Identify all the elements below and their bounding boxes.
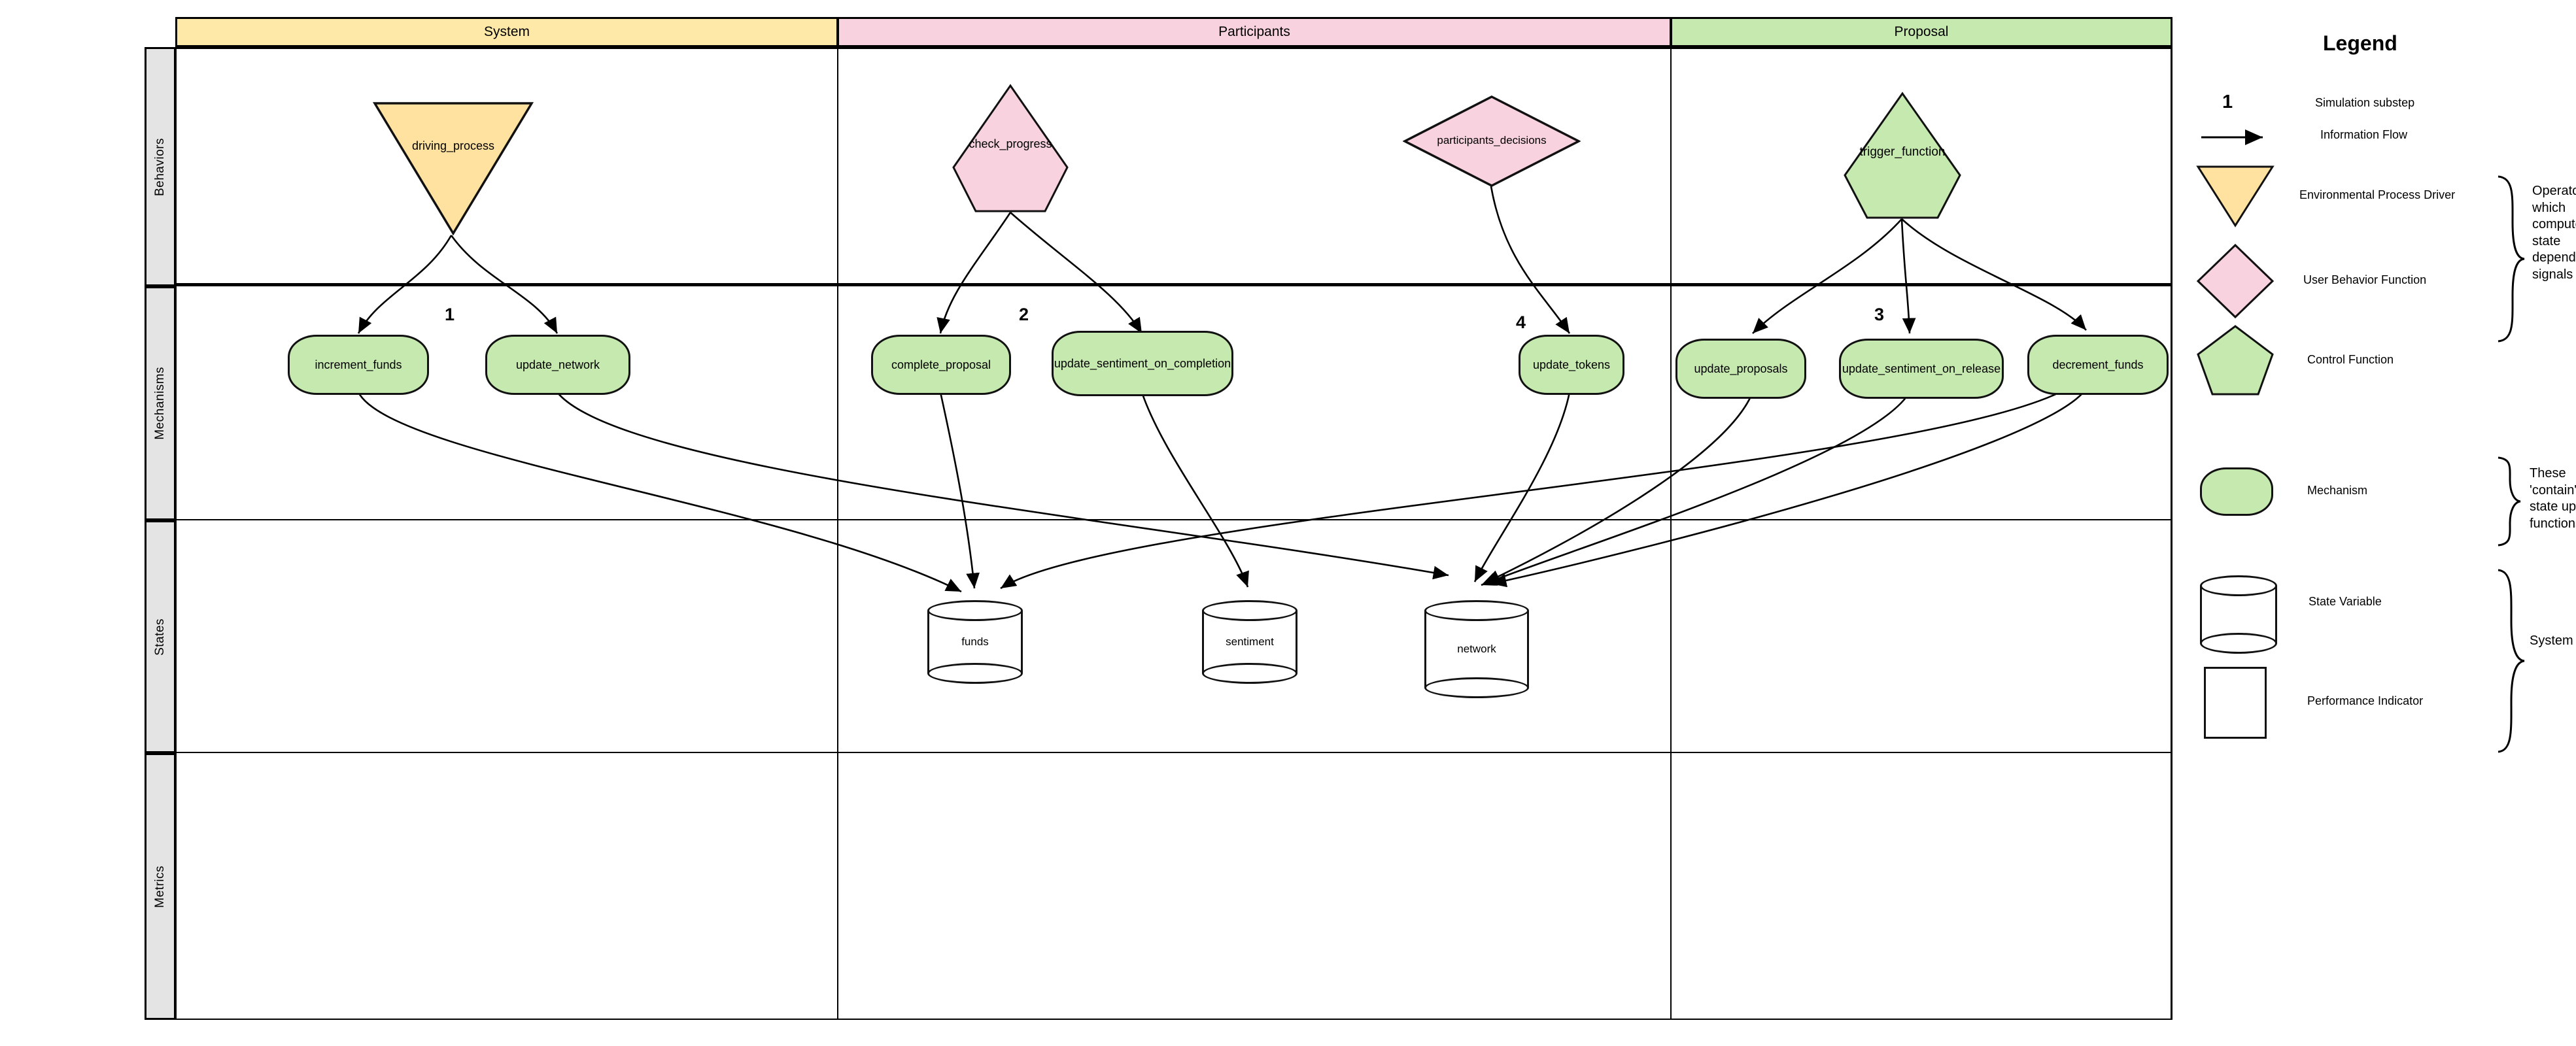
state-node-network[interactable]: network	[1424, 600, 1529, 698]
cylinder-bottom	[1202, 663, 1297, 684]
mechanism-node-label: decrement_funds	[2052, 358, 2144, 371]
mechanism-node-label: update_sentiment_on_completion	[1054, 356, 1231, 370]
cell-mechanisms-system	[175, 286, 838, 520]
rect-icon	[2204, 667, 2267, 739]
cylinder-bottom	[927, 663, 1023, 684]
substep-number-2: 2	[1019, 305, 1029, 324]
mechanism-node-label: update_tokens	[1532, 358, 1611, 371]
cylinder-top	[1424, 600, 1529, 621]
legend-label-information-flow: Information Flow	[2320, 128, 2408, 141]
legend-note-mechanism: These 'contain' state update functions	[2530, 466, 2576, 531]
column-header-system: System	[175, 17, 838, 47]
legend-label-environmental-process-driver: Environmental Process Driver	[2299, 188, 2456, 201]
triangle-down-icon	[2196, 165, 2275, 228]
mechanism-node-decrement_funds[interactable]: decrement_funds	[2027, 335, 2169, 395]
diamond-icon	[2196, 243, 2275, 319]
substep-number-4: 4	[1516, 312, 1526, 332]
legend-label-state-variable: State Variable	[2309, 595, 2382, 608]
pentagon-icon	[1844, 92, 1961, 219]
state-node-sentiment[interactable]: sentiment	[1202, 600, 1297, 684]
column-header-label: System	[483, 24, 530, 39]
mechanism-node-label: update_network	[515, 358, 600, 371]
column-header-label: Proposal	[1894, 24, 1949, 39]
mechanism-node-label: update_sentiment_on_release	[1842, 362, 2001, 375]
mechanism-node-complete_proposal[interactable]: complete_proposal	[871, 335, 1011, 395]
legend-label-performance-indicator: Performance Indicator	[2307, 694, 2424, 707]
mechanism-node-increment_funds[interactable]: increment_funds	[288, 335, 429, 395]
cylinder-bottom	[2200, 633, 2277, 654]
mechanism-node-update_network[interactable]: update_network	[485, 335, 630, 395]
substep-number-1: 1	[445, 305, 455, 324]
column-header-proposal: Proposal	[1670, 17, 2172, 47]
behavior-node-label: check_progress	[969, 137, 1052, 150]
row-label-states: States	[145, 520, 176, 753]
behavior-node-label: driving_process	[411, 139, 495, 152]
behavior-node-trigger_function[interactable]: trigger_function	[1843, 92, 1962, 220]
state-node-label: funds	[961, 635, 989, 648]
pentagon-icon	[2197, 325, 2274, 396]
cylinder-body	[1424, 611, 1529, 688]
mechanism-node-update_tokens[interactable]: update_tokens	[1519, 335, 1624, 395]
legend-substep-number: 1	[2222, 92, 2233, 112]
mechanism-node-update_sentiment_on_completion[interactable]: update_sentiment_on_completion	[1052, 331, 1233, 396]
column-header-label: Participants	[1218, 24, 1290, 39]
legend-braces	[2498, 175, 2525, 753]
behavior-node-driving_process[interactable]: driving_process	[373, 101, 534, 235]
mechanism-node-label: increment_funds	[315, 358, 402, 371]
mechanism-node-update_proposals[interactable]: update_proposals	[1675, 339, 1806, 399]
triangle-down-icon	[373, 102, 534, 235]
cell-states-system	[175, 520, 838, 753]
cell-mechanisms-proposal	[1670, 286, 2172, 520]
legend-label-mechanism: Mechanism	[2307, 484, 2368, 497]
substep-number-3: 3	[1874, 305, 1885, 324]
behavior-node-participants_decisions[interactable]: participants_decisions	[1403, 95, 1581, 188]
legend-label-control-function: Control Function	[2307, 353, 2394, 366]
behavior-node-label: participants_decisions	[1437, 134, 1547, 146]
rounded-rect-icon	[2200, 467, 2273, 516]
legend-label-user-behavior-function: User Behavior Function	[2303, 273, 2427, 286]
legend-note-operators: Operators which computes state dependent…	[2532, 184, 2576, 282]
row-label-metrics: Metrics	[145, 753, 176, 1020]
arrow-right-icon	[2201, 129, 2263, 145]
cylinder-icon	[2200, 575, 2277, 654]
cell-metrics-system	[175, 753, 838, 1020]
row-label-mechanisms: Mechanisms	[145, 286, 176, 520]
legend-panel: Legend 1 Simulation substep Information …	[2171, 0, 2576, 1046]
state-node-label: sentiment	[1226, 635, 1274, 648]
cell-metrics-proposal	[1670, 753, 2172, 1020]
mechanism-node-label: update_proposals	[1694, 362, 1788, 375]
cylinder-top	[1202, 600, 1297, 621]
cylinder-top	[927, 600, 1023, 621]
cell-states-proposal	[1670, 520, 2172, 753]
cell-metrics-participants	[837, 753, 1672, 1020]
state-node-label: network	[1457, 643, 1496, 655]
behavior-node-label: trigger_function	[1859, 145, 1946, 159]
cell-mechanisms-participants	[837, 286, 1672, 520]
behavior-node-check_progress[interactable]: check_progress	[952, 84, 1069, 213]
diamond-icon	[1403, 95, 1581, 187]
mechanism-node-label: complete_proposal	[891, 358, 991, 371]
column-header-participants: Participants	[837, 17, 1672, 47]
pentagon-icon	[952, 84, 1069, 212]
state-node-funds[interactable]: funds	[927, 600, 1023, 684]
cylinder-top	[2200, 575, 2277, 596]
cylinder-bottom	[1424, 677, 1529, 698]
legend-label-simulation-substep: Simulation substep	[2315, 96, 2415, 109]
legend-title: Legend	[2323, 31, 2397, 55]
row-label-behaviors: Behaviors	[145, 47, 176, 286]
mechanism-node-update_sentiment_on_release[interactable]: update_sentiment_on_release	[1839, 339, 2004, 399]
legend-note-system-data: System Data	[2530, 633, 2576, 648]
